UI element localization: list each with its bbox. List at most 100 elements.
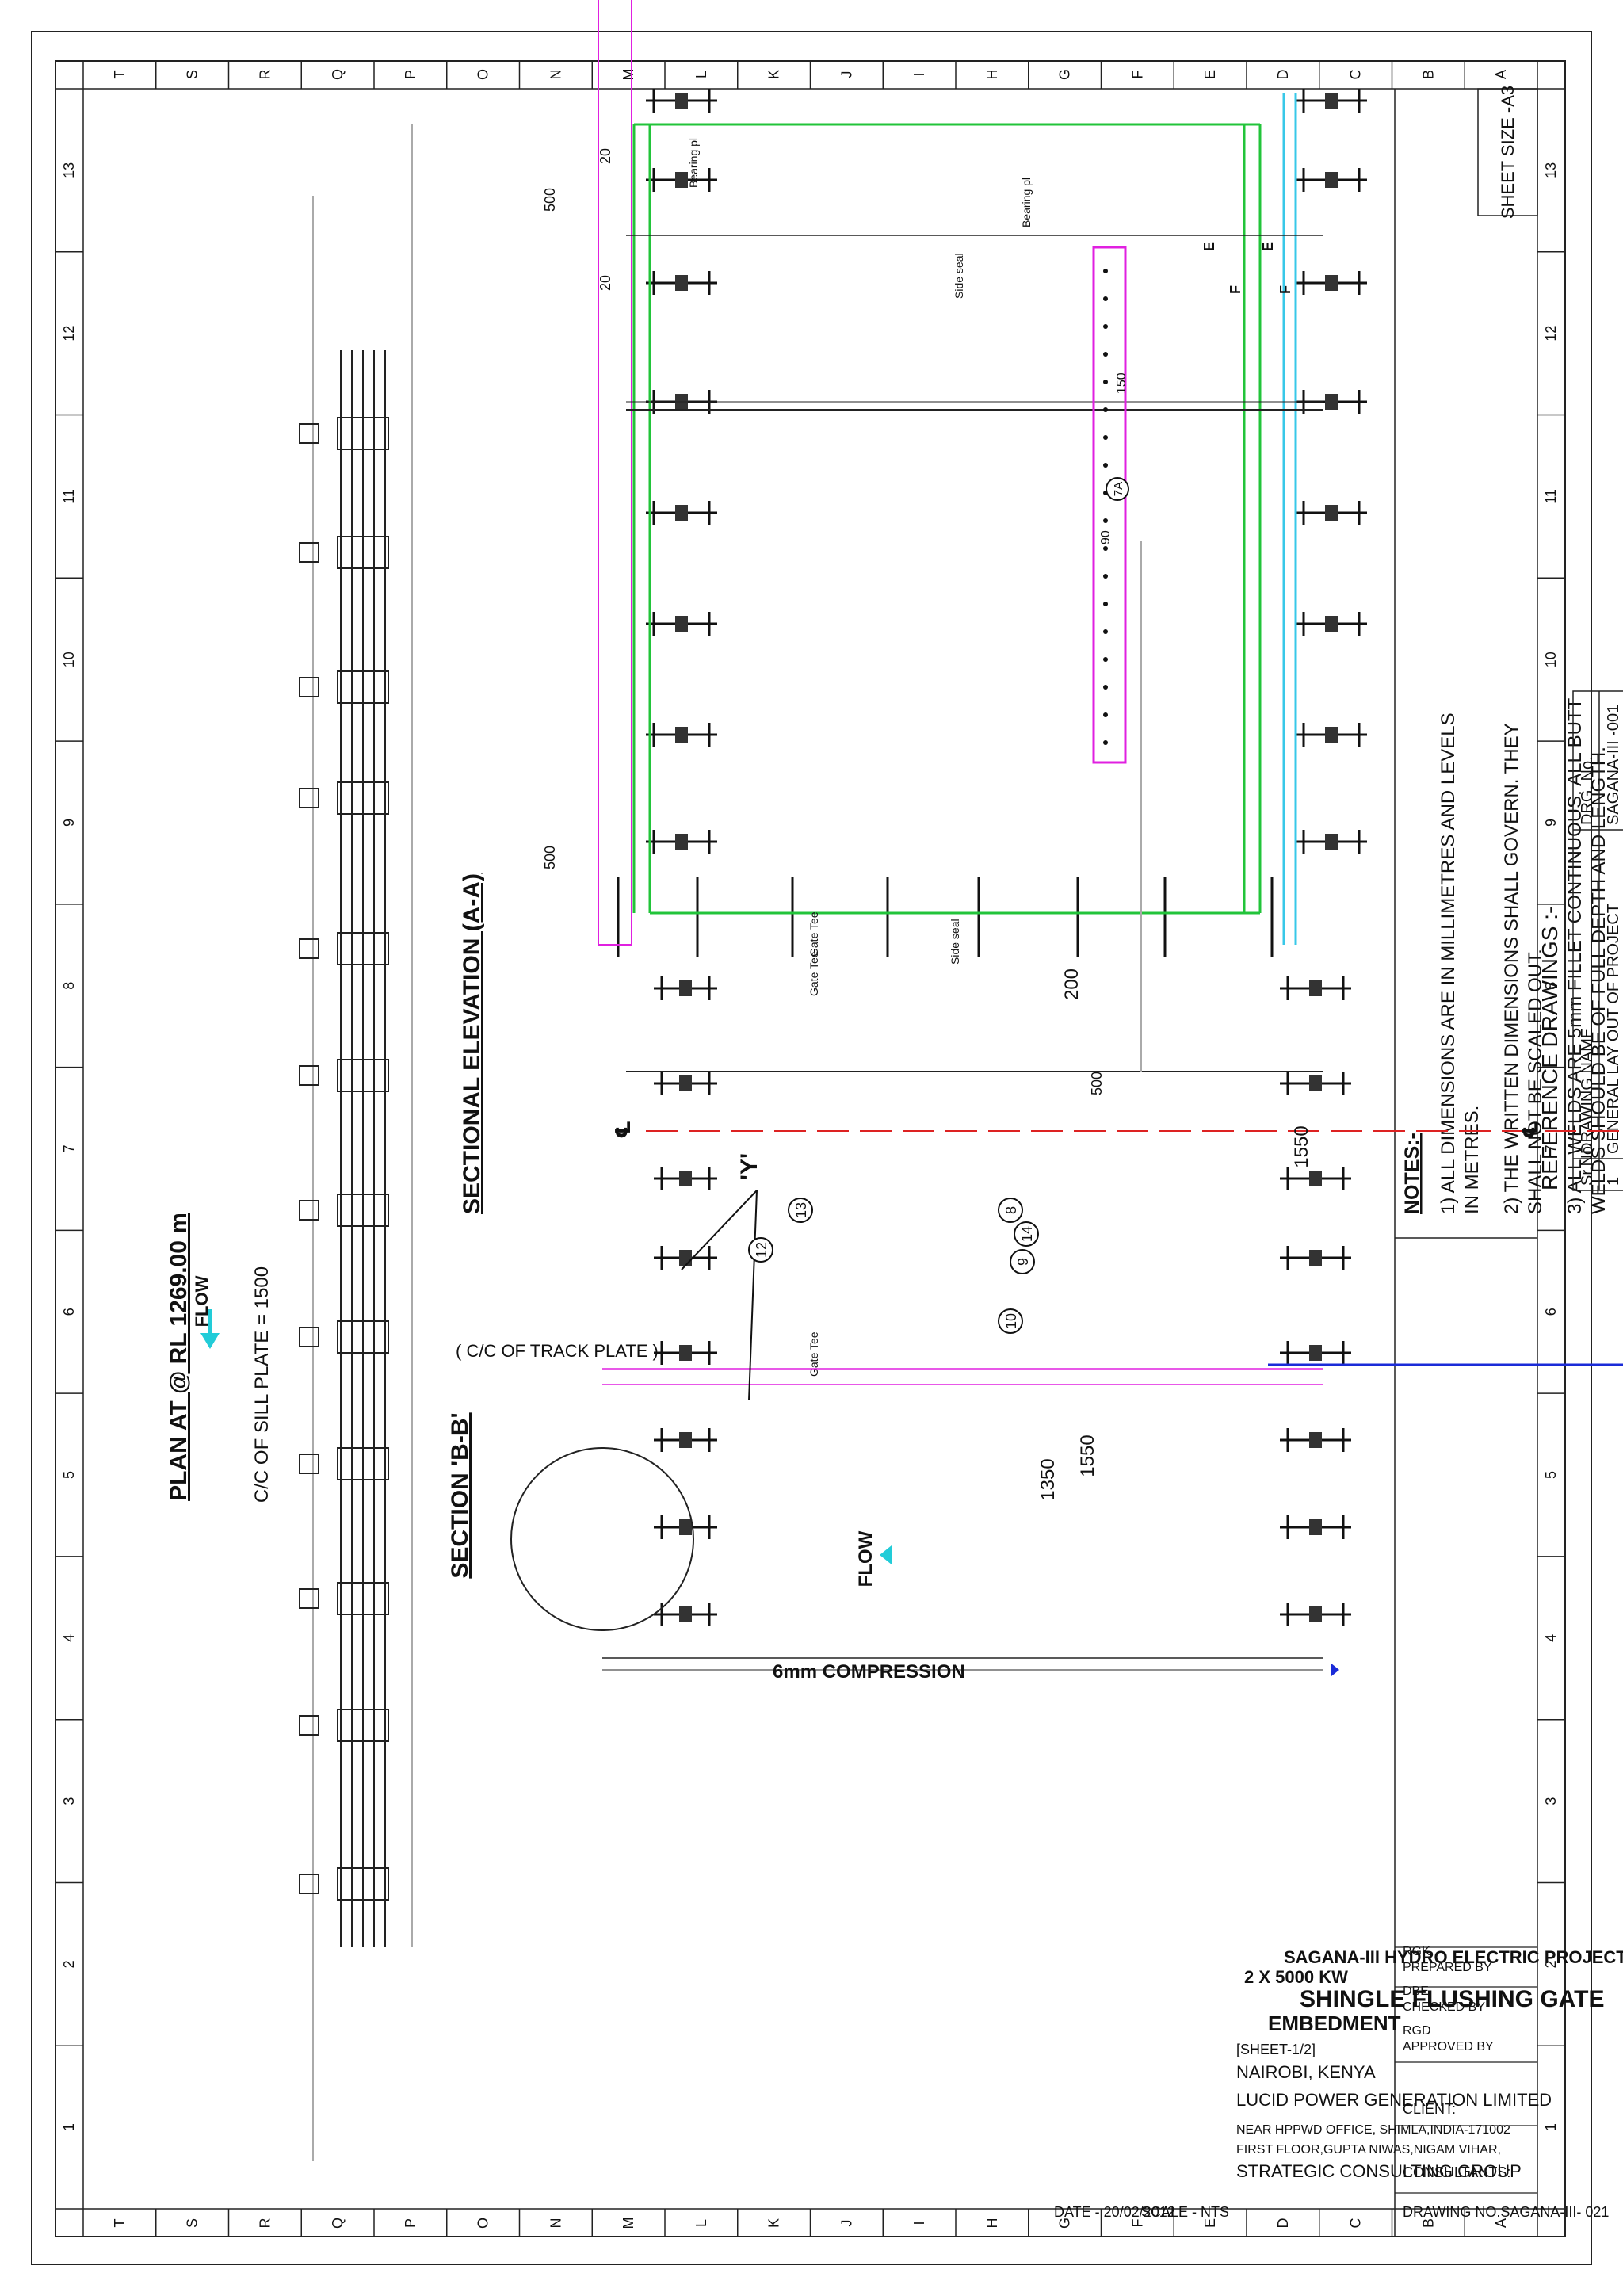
cc-sill-label: ( C/C OF TRACK PLATE ) [456, 1341, 659, 1361]
callout-number: 12 [754, 1242, 769, 1258]
reference-cell: SAGANA-III -001 [1605, 705, 1622, 825]
bearing-label: Bearing pl [687, 138, 700, 188]
sectional-elevation: SECTIONAL ELEVATION (A-A) ℄ ℄ E [459, 0, 1623, 1676]
detail-leader [681, 1190, 758, 1270]
grid-col-label: 4 [1543, 1634, 1559, 1642]
center-line-mark: ℄ [611, 1121, 635, 1139]
grid-row-label: F [1129, 2219, 1145, 2228]
grid-col-label: 3 [1543, 1797, 1559, 1805]
grid-col-label: 9 [1543, 819, 1559, 827]
grid-row-label: C [1348, 2218, 1364, 2229]
grid-row-label: D [1275, 70, 1291, 80]
grid-col-label: 2 [1543, 1960, 1559, 1968]
sheet-number: [SHEET-1/2] [1236, 2042, 1316, 2057]
reference-cell: 1 [1605, 1177, 1622, 1186]
note-line: 1) ALL DIMENSIONS ARE IN MILLIMETRES AND… [1438, 712, 1459, 1214]
compression-label: 6mm COMPRESSION [773, 1661, 965, 1683]
grid-row-label: J [838, 2220, 854, 2227]
grid-row-label: L [693, 71, 709, 78]
anchor-bar-clamp [1309, 1075, 1322, 1091]
grid-row-label: K [766, 2218, 782, 2228]
anchor-block [299, 1454, 319, 1474]
grid-row-label: M [621, 2218, 636, 2229]
note-line: 3) ALL WELDS ARE 5mm FILLET CONTINUOUS. … [1564, 697, 1586, 1214]
callout-circle [1010, 1249, 1035, 1274]
gate-tee-label: Gate Tee [808, 951, 820, 996]
callout-circle [748, 1237, 773, 1263]
grid-col-label: 11 [61, 489, 77, 504]
grid-col-label: 7 [61, 1144, 77, 1152]
callout-circle [788, 1198, 813, 1223]
anchor-block [299, 1715, 319, 1736]
seal-labels: Bearing pl Bearing pl Side seal Side sea… [687, 138, 1033, 1377]
sill-outline [598, 0, 632, 946]
anchor-block [299, 542, 319, 563]
reference-title: REFERENCE DRAWINGS :- [1537, 907, 1562, 1190]
anchor-block [337, 1867, 389, 1901]
liner-dots [1103, 269, 1108, 745]
grid-row-label: H [984, 70, 1000, 80]
dim-1350: 1350 [1037, 1458, 1059, 1500]
reference-table [1572, 690, 1623, 1191]
grid-row-label: P [403, 70, 418, 79]
anchor-bar-clamp [1325, 275, 1338, 291]
liner-dot [1103, 546, 1108, 551]
prepared-by-label: PREPARED BY [1403, 1961, 1492, 1974]
consultants-label: CONSULTANTS: [1403, 2164, 1510, 2180]
dim-1550: 1550 [1291, 1125, 1312, 1167]
grid-row-label: C [1348, 70, 1364, 80]
grid-row-label: B [1420, 70, 1436, 79]
anchor-block [299, 1200, 319, 1221]
grid-row-label: N [548, 2218, 563, 2229]
anchor-bar-clamp [675, 616, 688, 632]
callout-7a [1106, 477, 1129, 501]
anchor-block [337, 1447, 389, 1480]
detail-leader [748, 1190, 758, 1401]
anchor-bar-clamp [679, 1432, 692, 1448]
date: DATE - 20/02/2012 [1054, 2204, 1175, 2220]
side-seal-label: Side seal [949, 919, 961, 965]
anchor-block [299, 788, 319, 808]
reference-header: Sr.No. [1579, 1141, 1596, 1186]
anchor-block [299, 677, 319, 697]
grid-row-label: F [1129, 71, 1145, 79]
consultant-address: FIRST FLOOR,GUPTA NIWAS,NIGAM VIHAR, [1236, 2143, 1501, 2157]
anchor-bar-clamp [1325, 616, 1338, 632]
cc-sill-plate: C/C OF SILL PLATE = 1500 [251, 1266, 273, 1503]
callout-7a-label: 7A [1112, 482, 1125, 496]
gate-tee-label: Gate Tee [808, 911, 820, 957]
prepared-by: RGK [1403, 1945, 1430, 1958]
bb-flow: FLOW [855, 1530, 876, 1587]
liner-dot [1103, 269, 1108, 273]
liner-dot [1103, 518, 1108, 523]
anchor-block [299, 1327, 319, 1347]
grid-row-label: R [257, 2218, 273, 2229]
liner-dot [1103, 296, 1108, 301]
outer-border [31, 31, 1592, 2265]
grid-row-label: N [548, 70, 563, 80]
plan-anchor-blocks [299, 417, 389, 1901]
section-mark: F [1228, 285, 1243, 294]
grid-col-label: 7 [1543, 1144, 1559, 1152]
liner-dot [1103, 352, 1108, 357]
section-bb-anchor-bars [654, 976, 1351, 1626]
level-marker-icon [1331, 1664, 1339, 1676]
grid-col-label: 5 [61, 1471, 77, 1479]
detail-y-label: 'Y' [736, 1153, 762, 1180]
grid-col-label: 1 [1543, 2123, 1559, 2131]
grid-row-label: A [1493, 2218, 1509, 2228]
anchor-bar-clamp [679, 1345, 692, 1361]
consultant-address: NEAR HPPWD OFFICE, SHIMLA,INDIA-171002 [1236, 2123, 1510, 2137]
detail-y-circle [510, 1447, 694, 1631]
elevation-title: SECTIONAL ELEVATION (A-A) [459, 873, 485, 1214]
reference-header: DRG. No. [1579, 756, 1596, 825]
dim-200: 200 [1061, 968, 1083, 1000]
anchor-block [337, 932, 389, 965]
note-line: IN METRES. [1461, 1106, 1483, 1214]
grid-row-label: P [403, 2218, 418, 2228]
liner-dot [1103, 380, 1108, 384]
drawing-title: EMBEDMENT [1268, 2011, 1401, 2035]
grid-row-label: J [838, 71, 854, 78]
